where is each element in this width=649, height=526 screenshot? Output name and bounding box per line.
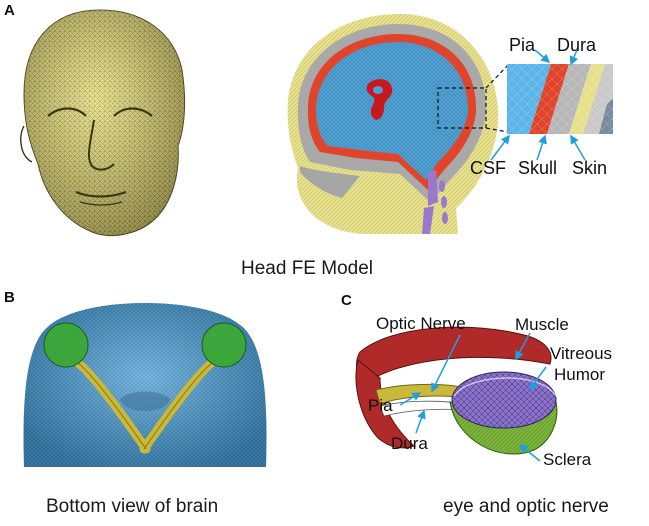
label-dura-a: Dura xyxy=(557,35,597,55)
head-sagittal-section xyxy=(287,14,499,234)
caption-bottom-view: Bottom view of brain xyxy=(46,496,219,517)
label-dura-c: Dura xyxy=(391,434,428,453)
panel-b-letter: B xyxy=(4,289,15,306)
label-humor: Humor xyxy=(554,365,606,384)
label-skin: Skin xyxy=(572,158,608,178)
panel-a-leaders xyxy=(490,49,586,161)
label-csf: CSF xyxy=(470,158,506,178)
label-pia-c: Pia xyxy=(368,396,393,415)
caption-eye-optic-nerve: eye and optic nerve xyxy=(443,496,609,517)
zoom-lines xyxy=(485,64,509,133)
caption-head-fe-model: Head FE Model xyxy=(241,258,374,279)
tissue-layer-inset xyxy=(507,64,613,134)
label-muscle: Muscle xyxy=(515,315,569,334)
label-optic-nerve: Optic Nerve xyxy=(376,314,466,333)
label-skull: Skull xyxy=(518,158,558,178)
label-pia-a: Pia xyxy=(509,35,536,55)
panel-c-letter: C xyxy=(341,292,352,309)
brain-bottom-view xyxy=(23,303,267,467)
panel-a-letter: A xyxy=(4,2,15,19)
label-sclera: Sclera xyxy=(543,450,592,469)
head-exterior-mesh xyxy=(20,9,186,236)
panel-c-leaders xyxy=(399,332,547,462)
label-vitreous: Vitreous xyxy=(550,344,613,363)
